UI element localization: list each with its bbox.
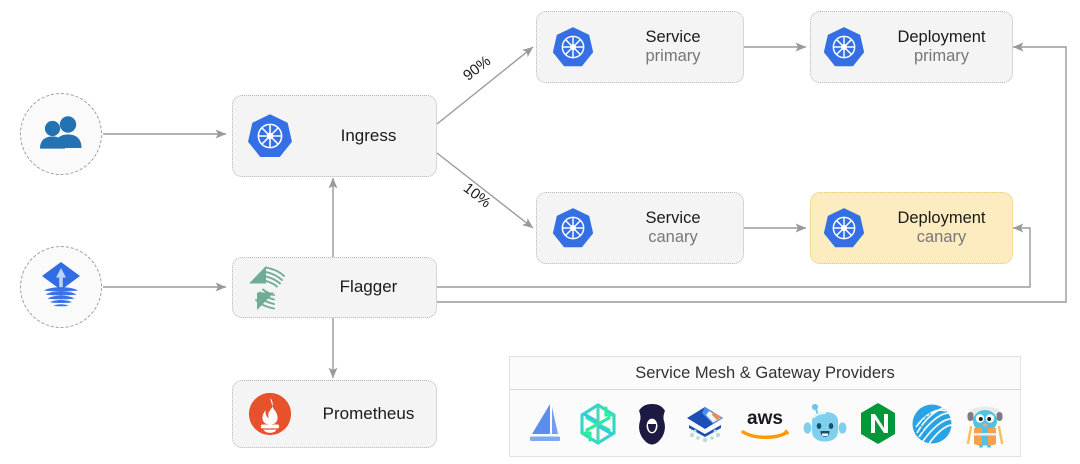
kubernetes-icon [811,206,877,250]
node-deployment-canary[interactable]: Deployment canary [810,192,1013,264]
prometheus-icon [233,391,307,437]
edge-ingress-to-service-primary [436,46,534,125]
aws-app-mesh-icon[interactable]: aws [735,398,795,450]
flagger-icon [233,264,307,312]
istio-icon[interactable] [521,398,569,450]
kubernetes-icon [537,25,609,69]
flux-icon [35,259,87,316]
consul-icon[interactable] [628,398,676,450]
kubernetes-icon [811,25,877,69]
providers-logo-row: aws [510,390,1020,457]
flux-node[interactable] [20,246,102,328]
providers-heading: Service Mesh & Gateway Providers [510,357,1020,390]
kubernetes-icon [537,206,609,250]
edge-flagger-to-deployment-canary [437,223,1031,288]
providers-panel: Service Mesh & Gateway Providers [509,356,1021,457]
node-service-canary-title: Service [645,208,701,227]
node-service-primary[interactable]: Service primary [536,11,744,83]
node-service-primary-title: Service [645,27,701,46]
node-ingress-label: Ingress [340,125,397,145]
svg-text:aws: aws [747,408,783,429]
node-ingress[interactable]: Ingress [232,95,437,177]
users-node[interactable] [20,93,102,175]
open-service-mesh-icon[interactable] [908,398,956,450]
node-service-canary-subtitle: canary [648,228,698,246]
kuma-icon[interactable] [681,398,729,450]
node-prometheus-label: Prometheus [322,403,415,423]
node-deployment-primary-title: Deployment [897,27,986,46]
edge-flagger-to-deployment-primary [437,42,1067,303]
users-icon [38,114,84,155]
nginx-icon[interactable] [854,398,902,450]
node-deployment-canary-subtitle: canary [916,228,967,246]
node-deployment-primary[interactable]: Deployment primary [810,11,1013,83]
node-prometheus[interactable]: Prometheus [232,380,437,448]
node-service-primary-subtitle: primary [645,47,701,65]
linkerd-icon[interactable] [574,398,622,450]
node-flagger[interactable]: Flagger [232,257,437,318]
gloo-icon[interactable] [801,398,849,450]
traefik-gopher-icon[interactable] [961,398,1009,450]
node-flagger-label: Flagger [339,277,398,297]
kubernetes-icon [233,112,307,160]
node-deployment-primary-subtitle: primary [913,47,969,65]
node-deployment-canary-title: Deployment [897,208,986,227]
edge-ingress-to-service-canary [436,152,534,229]
node-service-canary[interactable]: Service canary [536,192,744,264]
